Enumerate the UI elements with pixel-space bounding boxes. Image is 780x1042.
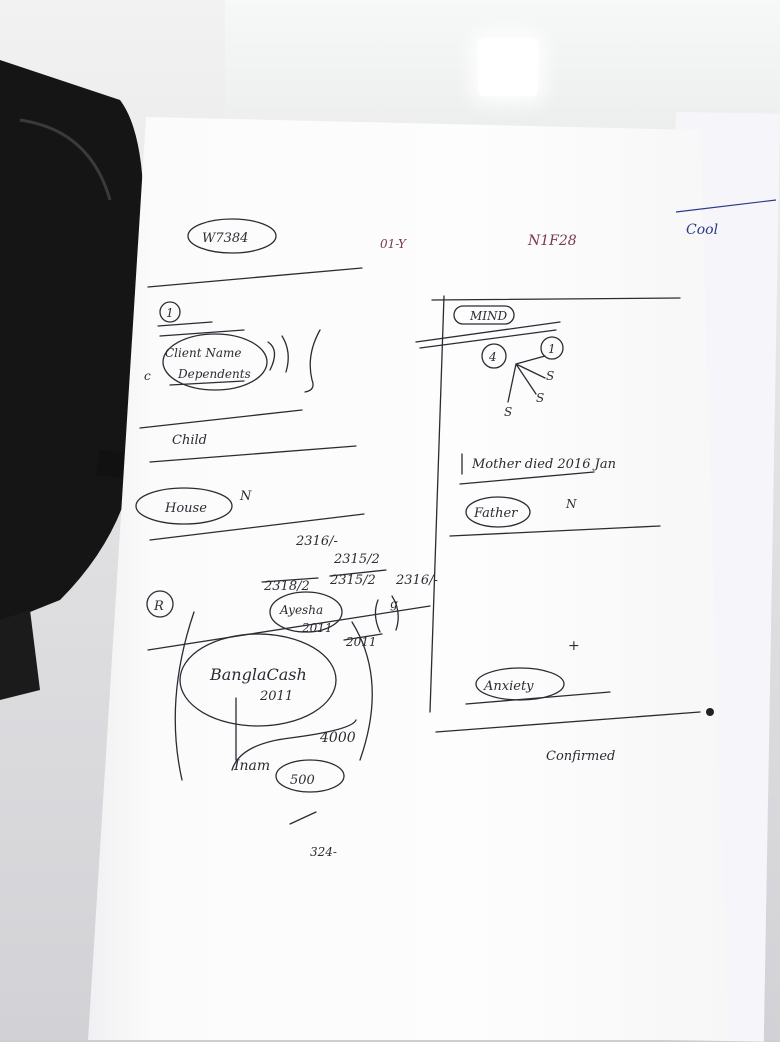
house-circle [135, 487, 233, 525]
node-links [507, 355, 546, 403]
node-s2: S [536, 391, 544, 405]
rule-line [419, 329, 557, 349]
column-divider [429, 295, 445, 713]
code-d: 2315/2 [329, 573, 376, 588]
rule-line [149, 513, 365, 541]
scribble [289, 811, 317, 825]
rule-line [139, 409, 303, 429]
top-rule [431, 297, 681, 301]
top-code: W7384 [202, 231, 248, 246]
inam-underline [231, 719, 357, 771]
client-circle [162, 333, 268, 391]
bracket [267, 335, 289, 373]
section-r-marker: R [153, 599, 164, 614]
underline [159, 329, 245, 337]
notebook-page [88, 117, 728, 1040]
inam-label: Inam [233, 758, 270, 774]
code-b: 2315/2 [333, 552, 380, 567]
underline [169, 380, 245, 386]
outer-bracket [174, 611, 373, 781]
name-box: Ayesha [279, 603, 323, 617]
code-circle [187, 218, 277, 254]
strikethrough [329, 569, 387, 577]
house-value: N [239, 489, 252, 504]
blue-rule [675, 199, 777, 213]
underline [465, 691, 611, 705]
inam-value: 4000 [319, 730, 356, 746]
mother-note: Mother died 2016 Jan [471, 457, 616, 472]
box-circle [275, 759, 345, 793]
father-value: N [565, 497, 577, 511]
section-r-circle [146, 590, 174, 618]
year-a: 2011 [301, 621, 333, 635]
c-label: c [144, 369, 151, 383]
scribble [374, 595, 399, 633]
bracket [304, 329, 321, 393]
code-a: 2316/- [295, 534, 338, 549]
dependents: Dependents [177, 367, 251, 381]
bank-circle [179, 633, 337, 727]
code-e: 2316/- [395, 573, 438, 588]
black-chair [0, 60, 150, 700]
margin-note: Cool [686, 222, 718, 238]
code-c: 2318/2 [263, 579, 310, 594]
node-circle [481, 343, 507, 369]
plus-mark: + [568, 638, 580, 654]
node-4: 4 [488, 350, 497, 364]
underline [459, 471, 595, 485]
rule-line [147, 605, 431, 651]
scribble-text: ɡ [390, 597, 399, 611]
rule-line [415, 321, 561, 343]
rule-line [147, 267, 363, 288]
house: House [164, 501, 207, 516]
box-value: 500 [290, 773, 315, 788]
bottom-rule [435, 711, 701, 733]
bottom-code: 324- [310, 845, 337, 859]
node-circle [540, 336, 564, 360]
binding-dot [706, 708, 714, 716]
strikethrough [343, 633, 383, 641]
mind-label: MIND [469, 309, 508, 323]
year-b: 2011 [259, 689, 293, 704]
rule-line [149, 445, 357, 463]
section-1-circle [159, 301, 181, 323]
client-name: Client Name [165, 346, 241, 360]
confirmed: Confirmed [546, 749, 615, 764]
child: Child [172, 433, 207, 448]
mirror-text-2: N1F28 [527, 233, 577, 249]
node-s3: S [504, 405, 512, 419]
ceiling-light-reflection [478, 38, 538, 96]
node-1: 1 [548, 342, 556, 356]
anxiety: Anxiety [483, 679, 534, 694]
strikethrough [261, 577, 319, 583]
rule-line [449, 525, 661, 537]
bank-name: BanglaCash [209, 665, 307, 684]
name-box-circle [269, 591, 343, 633]
mirror-text-1: 01-Y [380, 237, 407, 251]
father-circle [465, 496, 531, 528]
underline [157, 321, 213, 327]
section-1-marker: 1 [166, 306, 174, 320]
mind-box [453, 305, 515, 325]
father: Father [473, 506, 518, 521]
node-s1: S [546, 369, 554, 383]
